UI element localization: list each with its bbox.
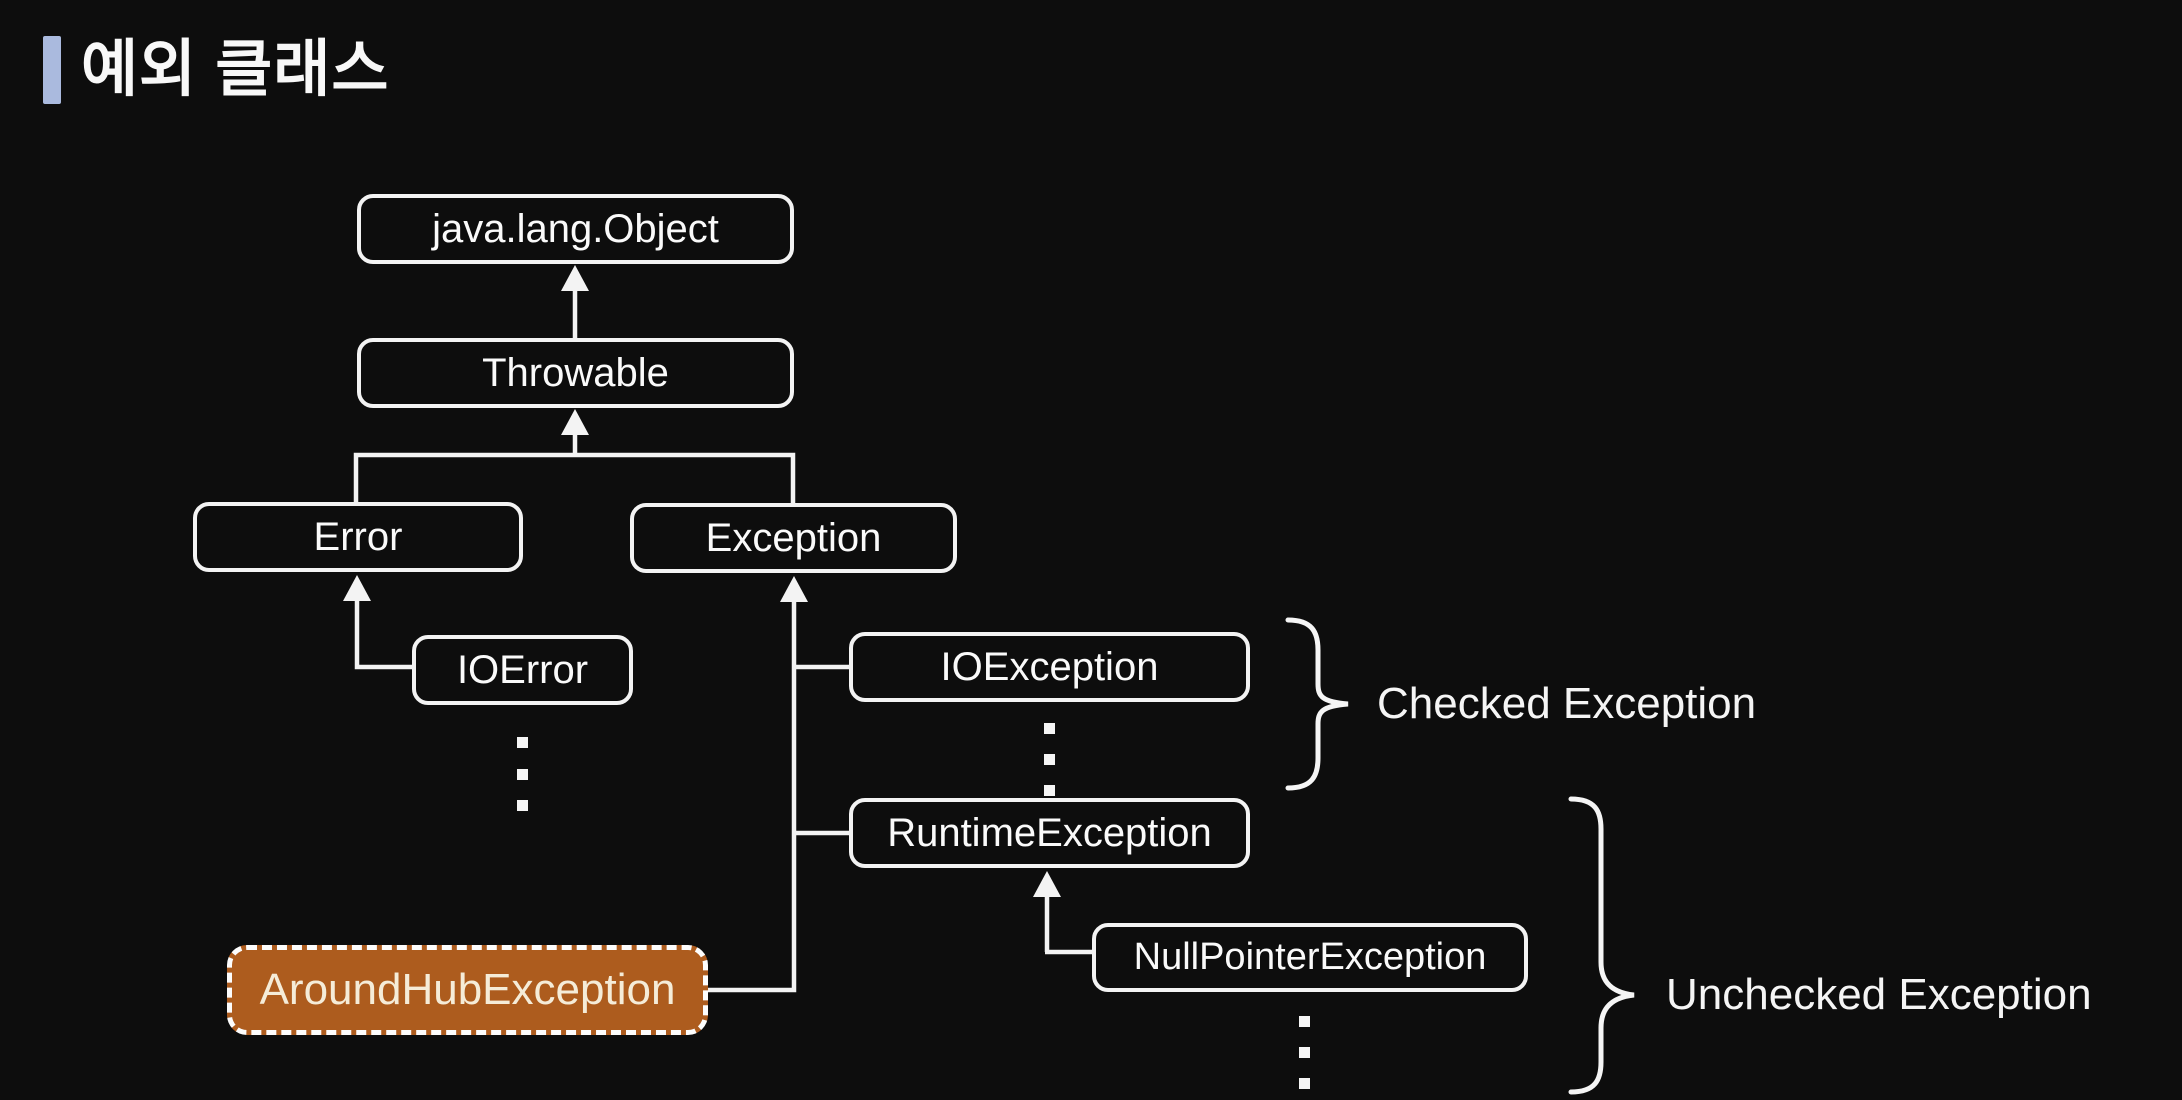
node-ioexception-label: IOException xyxy=(940,644,1159,689)
edge-npe-to-runtimeexception xyxy=(1044,894,1092,955)
node-error: Error xyxy=(193,502,523,572)
node-throwable: Throwable xyxy=(357,338,794,408)
node-nullpointerexception-label: NullPointerException xyxy=(1133,936,1487,978)
node-ioexception: IOException xyxy=(849,632,1250,702)
arrowhead-into-throwable xyxy=(561,409,589,435)
arrowhead-into-object xyxy=(561,265,589,291)
arrowhead-into-runtimeexception xyxy=(1033,871,1061,897)
title-block: 예외 클래스 xyxy=(43,36,389,104)
node-runtimeexception: RuntimeException xyxy=(849,798,1250,868)
node-aroundhubexception-label: AroundHubException xyxy=(259,965,676,1014)
node-exception-label: Exception xyxy=(705,515,882,560)
arrowhead-into-error xyxy=(343,575,371,601)
node-aroundhubexception-highlighted: AroundHubException xyxy=(227,945,708,1035)
node-throwable-label: Throwable xyxy=(482,350,669,395)
node-exception: Exception xyxy=(630,503,957,573)
title-accent-bar xyxy=(43,36,61,104)
label-checked-exception: Checked Exception xyxy=(1377,679,1757,728)
arrowhead-into-exception xyxy=(780,576,808,602)
edge-exception-trunk xyxy=(708,599,797,993)
edge-ioerror-to-error xyxy=(354,598,412,670)
node-runtimeexception-label: RuntimeException xyxy=(887,810,1212,855)
edge-branch-bar xyxy=(353,452,796,503)
label-unchecked-exception: Unchecked Exception xyxy=(1666,970,2092,1019)
ellipsis-under-npe xyxy=(1299,1016,1310,1089)
node-java-lang-object: java.lang.Object xyxy=(357,194,794,264)
brace-unchecked xyxy=(1568,796,1635,1095)
node-ioerror: IOError xyxy=(412,635,633,705)
page-title: 예외 클래스 xyxy=(81,35,390,104)
ellipsis-under-ioerror xyxy=(517,737,528,811)
brace-checked xyxy=(1285,617,1349,791)
node-nullpointerexception: NullPointerException xyxy=(1092,923,1528,992)
ellipsis-under-ioexception xyxy=(1044,723,1055,796)
node-ioerror-label: IOError xyxy=(456,647,589,692)
node-java-lang-object-label: java.lang.Object xyxy=(432,206,719,251)
node-error-label: Error xyxy=(313,514,403,559)
